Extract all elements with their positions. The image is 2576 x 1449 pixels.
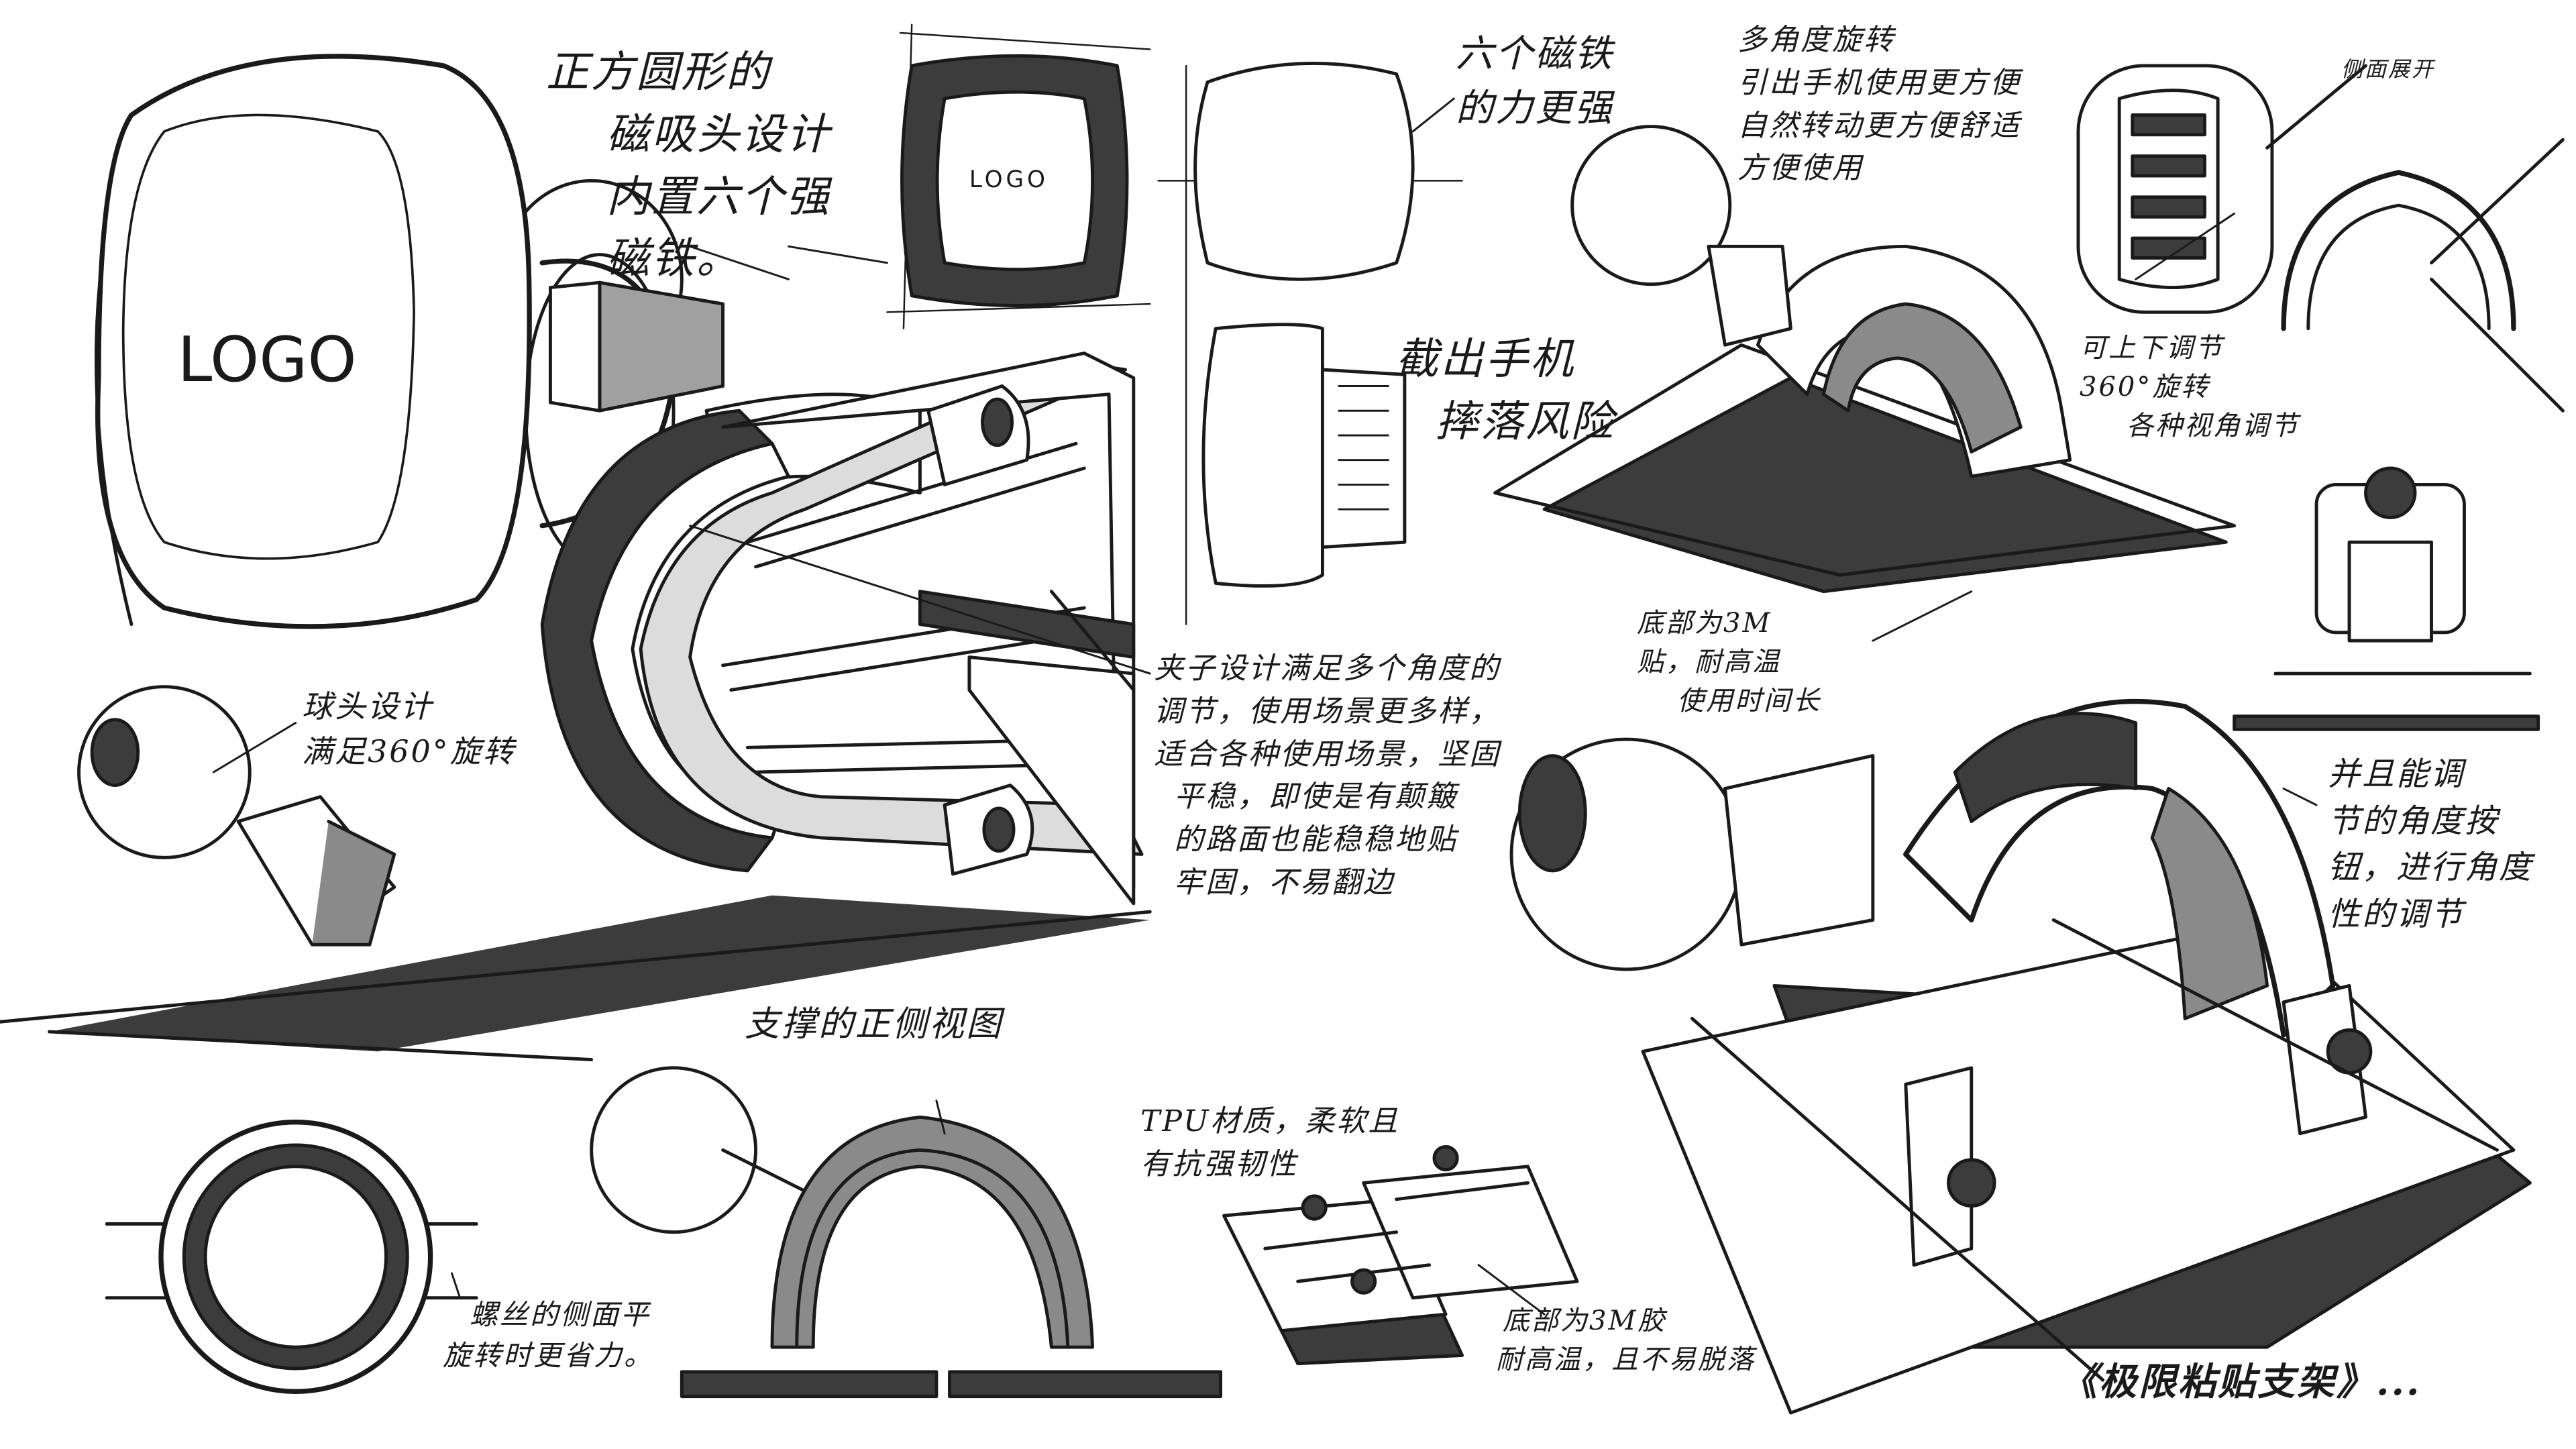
note-front-side-view: 支撑的正侧视图 (745, 1000, 1003, 1050)
note-line: 截出手机 (1395, 335, 1575, 384)
note-3m-glue: 底部为3M胶 耐高温，且不易脱落 (1496, 1301, 1756, 1379)
note-line: 耐高温，且不易脱落 (1496, 1344, 1756, 1375)
note-line: 摔落风险 (1436, 396, 1615, 447)
note-line: 贴，耐高温 (1637, 647, 1781, 678)
note-line: 支撑的正侧视图 (745, 1004, 1004, 1044)
ring-top-view (105, 1119, 478, 1394)
note-line: 各种视角调节 (2127, 411, 2300, 441)
arch-side-view (590, 1066, 1223, 1399)
note-line: 夹子设计满足多个角度的 (1154, 651, 1501, 686)
note-line: 侧面展开 (2341, 56, 2436, 82)
note-line: 满足360°旋转 (302, 733, 516, 769)
note-side-view: 侧面展开 (2341, 54, 2435, 85)
note-multi-angle: 多角度旋转 引出手机使用更方便 自然转动更方便舒适 方便使用 (1737, 19, 2021, 190)
tpu-pads (1222, 1144, 1579, 1366)
note-tpu-material: TPU材质，柔软且 有抗强韧性 (1140, 1100, 1399, 1186)
bracket-main-perspective (1509, 698, 2532, 1415)
note-screw-side: 螺丝的侧面平 旋转时更省力。 (443, 1295, 654, 1377)
note-phone-drop: 截出手机 摔落风险 (1395, 329, 1615, 453)
note-line: 引出手机使用更方便 (1737, 65, 2021, 100)
note-adjust-button: 并且能调 节的角度按 钮，进行角度 性的调节 (2328, 751, 2533, 938)
note-line: 平稳，即使是有颠簸 (1174, 780, 1458, 814)
note-line: 并且能调 (2328, 755, 2465, 793)
sketch-title: 《极限粘贴支架》... (2059, 1355, 2422, 1409)
note-line: 螺丝的侧面平 (470, 1298, 651, 1331)
note-line: 磁吸头设计 (606, 109, 831, 160)
note-line: 六个磁铁 (1456, 32, 1614, 76)
bracket-top-perspective (1493, 125, 2237, 594)
note-adjust-360: 可上下调节 360°旋转 各种视角调节 (2080, 329, 2300, 445)
note-line: 方便使用 (1737, 151, 1864, 186)
magnetic-head-perspective (0, 54, 1152, 1062)
head-front-view (886, 23, 1151, 330)
note-magnetic-head: 正方圆形的 磁吸头设计 内置六个强 磁铁。 (546, 42, 831, 290)
note-six-magnets: 六个磁铁 的力更强 (1456, 27, 1614, 136)
note-line: 内置六个强 (606, 172, 831, 222)
note-line: 调节，使用场景更多样， (1154, 694, 1501, 729)
ball-joint-sketch (77, 685, 396, 947)
note-line: 节的角度按 (2328, 802, 2500, 840)
note-3m-bottom: 底部为3M 贴，耐高温 使用时间长 (1637, 604, 1821, 720)
note-line: 360°旋转 (2080, 372, 2210, 402)
note-line: 钮，进行角度 (2328, 849, 2534, 887)
note-line: 的路面也能稳稳地贴 (1174, 822, 1458, 857)
note-line: 多角度旋转 (1737, 23, 1895, 57)
note-line: 适合各种使用场景，坚固 (1154, 737, 1501, 771)
bracket-front-view (2233, 466, 2540, 731)
title-text: 《极限粘贴支架》... (2059, 1360, 2422, 1404)
head-side-views (1157, 62, 1463, 625)
logo-large: LOGO (177, 323, 356, 396)
note-line: 的力更强 (1456, 87, 1614, 131)
note-line: 底部为3M (1637, 608, 1772, 639)
note-line: 磁铁。 (606, 234, 741, 284)
note-line: 牢固，不易翻边 (1174, 865, 1395, 900)
note-line: 使用时间长 (1677, 686, 1821, 716)
note-line: 性的调节 (2328, 895, 2465, 933)
note-line: 正方圆形的 (546, 48, 771, 97)
note-line: 可上下调节 (2080, 333, 2224, 364)
note-ball-head: 球头设计 满足360°旋转 (302, 684, 516, 773)
note-clamp-design: 夹子设计满足多个角度的 调节，使用场景更多样， 适合各种使用场景，坚固 平稳，即… (1154, 647, 1501, 904)
note-line: 底部为3M胶 (1503, 1305, 1667, 1336)
note-line: 有抗强韧性 (1140, 1146, 1298, 1181)
note-line: 球头设计 (302, 688, 433, 724)
logo-small: LOGO (969, 166, 1049, 193)
note-line: 旋转时更省力。 (443, 1338, 655, 1372)
note-line: 自然转动更方便舒适 (1737, 108, 2021, 143)
note-line: TPU材质，柔软且 (1140, 1104, 1400, 1138)
